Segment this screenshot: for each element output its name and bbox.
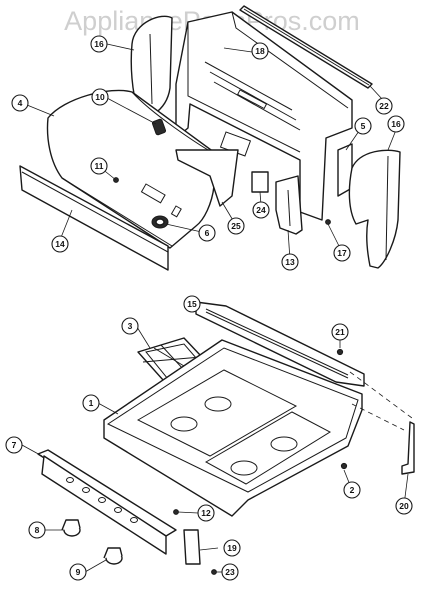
part-switch[interactable]	[151, 118, 167, 136]
part-control-panel[interactable]	[46, 89, 223, 249]
svg-text:4: 4	[18, 98, 23, 108]
callout-11: 11	[90, 157, 108, 175]
callout-14: 14	[51, 235, 69, 253]
part-hinge-bracket[interactable]	[275, 175, 303, 235]
callout-18: 18	[251, 42, 269, 60]
callout-1: 1	[82, 394, 100, 412]
part-trim-strip[interactable]	[239, 5, 373, 89]
part-bracket[interactable]	[175, 149, 239, 207]
part-screw-21[interactable]	[336, 348, 344, 356]
svg-text:8: 8	[35, 525, 40, 535]
svg-text:10: 10	[95, 92, 105, 102]
svg-text:19: 19	[227, 543, 237, 553]
svg-text:2: 2	[350, 485, 355, 495]
svg-text:12: 12	[201, 508, 211, 518]
part-cooktop[interactable]	[103, 339, 363, 517]
callout-4: 4	[11, 94, 29, 112]
svg-text:11: 11	[95, 161, 104, 171]
reference-line	[351, 403, 405, 431]
callout-22: 22	[375, 97, 393, 115]
callout-6: 6	[198, 224, 216, 242]
callout-16: 16	[90, 35, 108, 53]
svg-text:7: 7	[12, 440, 17, 450]
reference-line	[349, 371, 413, 419]
callout-3: 3	[121, 317, 139, 335]
svg-text:1: 1	[89, 398, 94, 408]
svg-text:23: 23	[225, 567, 235, 577]
part-knob-8[interactable]	[61, 519, 81, 537]
callout-19: 19	[223, 539, 241, 557]
svg-text:20: 20	[399, 501, 409, 511]
svg-text:6: 6	[205, 228, 210, 238]
part-screw-23[interactable]	[211, 569, 217, 575]
svg-text:15: 15	[187, 299, 197, 309]
callout-2: 2	[343, 481, 361, 499]
part-mount-plate[interactable]	[251, 171, 269, 193]
svg-text:24: 24	[256, 205, 266, 215]
svg-text:22: 22	[379, 101, 389, 111]
part-side-trim[interactable]	[401, 421, 415, 475]
callout-16: 16	[387, 115, 405, 133]
svg-text:13: 13	[285, 257, 295, 267]
svg-text:5: 5	[361, 121, 366, 131]
callout-20: 20	[395, 497, 413, 515]
svg-text:14: 14	[55, 239, 65, 249]
callout-12: 12	[197, 504, 215, 522]
callout-10: 10	[91, 88, 109, 106]
callout-13: 13	[281, 253, 299, 271]
callout-24: 24	[252, 201, 270, 219]
callout-23: 23	[221, 563, 239, 581]
part-manifold-panel[interactable]	[37, 449, 177, 555]
callout-25: 25	[227, 217, 245, 235]
part-screw-17[interactable]	[325, 219, 331, 225]
svg-text:21: 21	[335, 327, 345, 337]
callout-7: 7	[5, 436, 23, 454]
part-end-cap-left[interactable]	[130, 15, 173, 115]
svg-text:25: 25	[231, 221, 241, 231]
part-backguard[interactable]	[175, 11, 353, 221]
part-clip[interactable]	[183, 529, 201, 565]
part-front-trim[interactable]	[19, 165, 169, 271]
svg-text:18: 18	[255, 46, 265, 56]
svg-text:17: 17	[337, 248, 347, 258]
svg-text:16: 16	[391, 119, 401, 129]
callout-21: 21	[331, 323, 349, 341]
part-screw-2[interactable]	[340, 462, 348, 470]
part-knob-9[interactable]	[103, 547, 123, 565]
svg-text:16: 16	[94, 39, 104, 49]
part-end-cap-right[interactable]	[348, 149, 401, 269]
callout-15: 15	[183, 295, 201, 313]
part-vent-trim[interactable]	[195, 301, 365, 387]
callout-8: 8	[28, 521, 46, 539]
svg-text:9: 9	[76, 567, 81, 577]
callout-17: 17	[333, 244, 351, 262]
part-timer[interactable]	[151, 215, 169, 229]
svg-text:3: 3	[128, 321, 133, 331]
callout-5: 5	[354, 117, 372, 135]
callout-9: 9	[69, 563, 87, 581]
part-screw-12[interactable]	[173, 509, 179, 515]
